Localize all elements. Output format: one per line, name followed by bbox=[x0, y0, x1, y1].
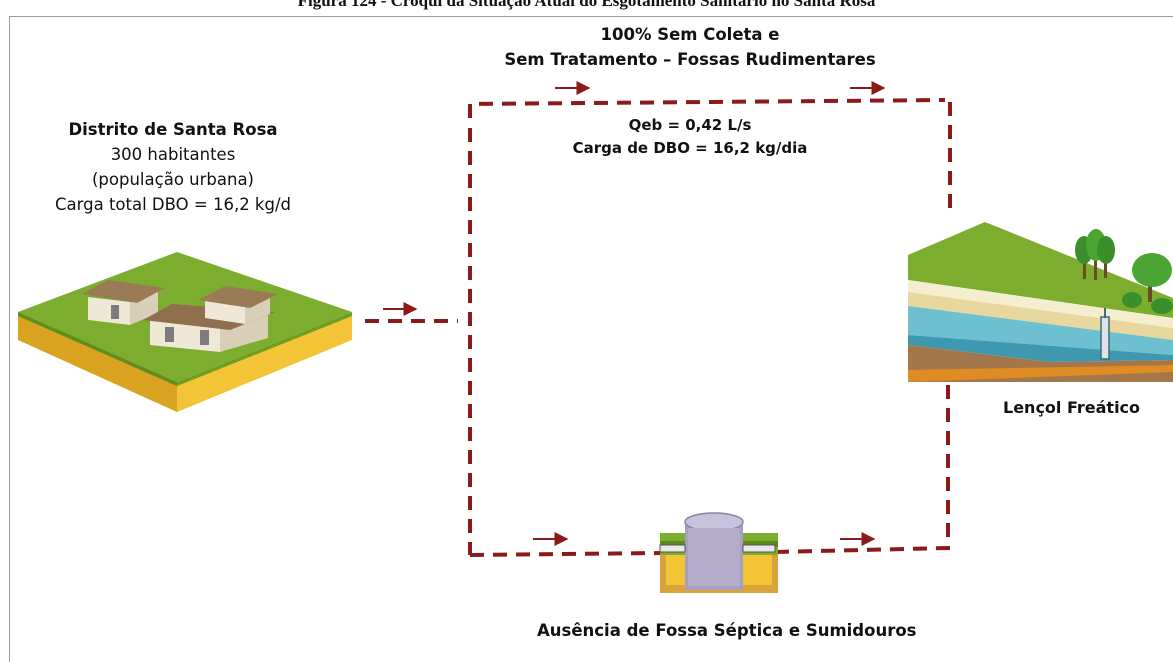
flow-line-top-path bbox=[468, 98, 946, 118]
qeb-value: Qeb = 0,42 L/s bbox=[628, 116, 752, 134]
flow-line-bottom-left bbox=[469, 551, 664, 557]
figure-title: Figura 124 - Croqui da Situação Atual do… bbox=[297, 0, 876, 10]
situation-header: 100% Sem Coleta e Sem Tratamento – Fossa… bbox=[440, 22, 940, 72]
district-dbo-load: Carga total DBO = 16,2 kg/d bbox=[54, 195, 291, 214]
lencol-freatico-label: Lençol Freático bbox=[1003, 398, 1141, 417]
flow-arrows bbox=[383, 81, 886, 546]
fossa-rudimentar-illustration bbox=[659, 512, 778, 593]
district-name: Distrito de Santa Rosa bbox=[68, 120, 278, 139]
figure-frame bbox=[9, 16, 1173, 662]
situation-header-line1: 100% Sem Coleta e bbox=[600, 25, 780, 44]
flow-lines bbox=[365, 98, 952, 557]
ausencia-fossa-label: Ausência de Fossa Séptica e Sumidouros bbox=[537, 621, 917, 640]
district-population-type: (população urbana) bbox=[92, 170, 254, 189]
district-population: 300 habitantes bbox=[110, 145, 236, 164]
flow-line-bottom-right bbox=[774, 385, 950, 554]
lencol-freatico-illustration bbox=[908, 222, 1173, 382]
flow-info: Qeb = 0,42 L/s Carga de DBO = 16,2 kg/di… bbox=[560, 114, 820, 160]
district-info: Distrito de Santa Rosa 300 habitantes (p… bbox=[18, 117, 328, 217]
dbo-load-value: Carga de DBO = 16,2 kg/dia bbox=[572, 139, 808, 157]
district-illustration bbox=[18, 252, 352, 412]
situation-header-line2: Sem Tratamento – Fossas Rudimentares bbox=[504, 50, 876, 69]
